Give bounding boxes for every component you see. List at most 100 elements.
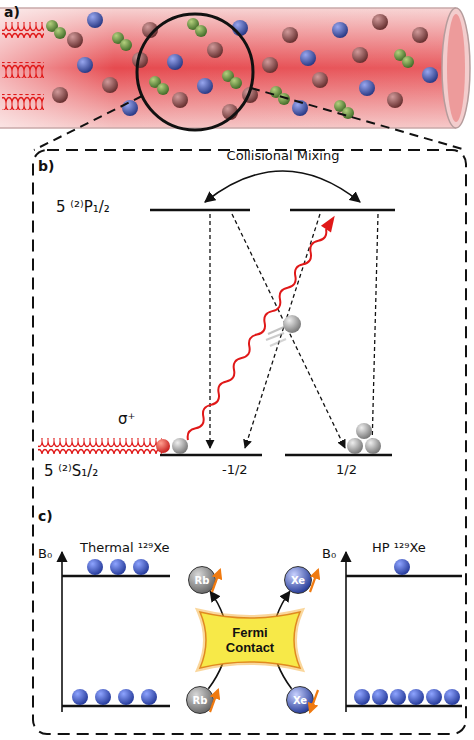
rb-electron-ball bbox=[347, 438, 363, 454]
rb-atom bbox=[372, 14, 388, 30]
xe-atom bbox=[359, 80, 375, 96]
xe-atom bbox=[87, 12, 103, 28]
rb-atom bbox=[352, 47, 368, 63]
spin-label: -1/2 bbox=[222, 462, 248, 477]
xe-atom bbox=[167, 54, 183, 70]
photon-wave bbox=[185, 227, 329, 442]
motion-streak bbox=[266, 333, 284, 340]
xe-spin-ball bbox=[372, 689, 388, 705]
xe-spin-ball bbox=[87, 559, 103, 575]
rb-atom-circle: Rb bbox=[188, 566, 216, 594]
panel-letter: a) bbox=[4, 4, 20, 20]
laser-helix bbox=[2, 62, 44, 78]
rb-atom bbox=[312, 72, 328, 88]
panel-frame bbox=[33, 150, 466, 734]
decay-arrow bbox=[372, 214, 378, 448]
xe-spin-ball bbox=[426, 689, 442, 705]
pump-beam-helix bbox=[38, 438, 162, 454]
xe-atom bbox=[77, 57, 93, 73]
rb-electron-ball bbox=[365, 438, 381, 454]
energy-level bbox=[62, 705, 170, 708]
state-label: 5 ⁽²⁾S₁/₂ bbox=[44, 462, 98, 480]
panel-letter: c) bbox=[38, 508, 53, 524]
xe-spin-ball bbox=[444, 689, 460, 705]
rb-atom bbox=[172, 92, 188, 108]
node-text: Fermi Contact bbox=[217, 625, 283, 655]
xe-spin-ball bbox=[118, 689, 134, 705]
rb-atom bbox=[102, 77, 118, 93]
energy-level bbox=[150, 209, 250, 212]
rb-atom bbox=[282, 27, 298, 43]
cell-window bbox=[442, 8, 470, 128]
n2-atom bbox=[157, 83, 169, 95]
decay-arrow bbox=[232, 214, 345, 448]
energy-level bbox=[346, 705, 462, 708]
xe-spin-ball bbox=[133, 559, 149, 575]
polarization-label: σ⁺ bbox=[118, 410, 135, 428]
panel-letter: b) bbox=[38, 158, 54, 174]
node-text: Xe bbox=[291, 575, 305, 586]
cell-wall bbox=[0, 7, 456, 9]
zoom-line bbox=[34, 96, 142, 150]
laser-helix bbox=[2, 22, 44, 38]
xe-spin-ball bbox=[390, 689, 406, 705]
xe-atom bbox=[122, 100, 138, 116]
rb-electron-ball bbox=[172, 438, 188, 454]
energy-level bbox=[290, 209, 395, 212]
node-text: Xe bbox=[293, 695, 307, 706]
photon-arrowhead bbox=[321, 212, 340, 232]
xe-atom-circle: Xe bbox=[284, 566, 312, 594]
photon-wave bbox=[183, 212, 340, 443]
interaction-fill bbox=[200, 612, 300, 668]
n2-atom bbox=[120, 39, 132, 51]
rb-atom bbox=[412, 27, 428, 43]
motion-streak bbox=[270, 339, 286, 346]
interaction-glow bbox=[200, 612, 300, 668]
xe-atom bbox=[197, 78, 213, 94]
interaction-box: Fermi Contact bbox=[200, 612, 300, 668]
xe-spin-ball bbox=[408, 689, 424, 705]
field-label: B₀ bbox=[322, 546, 336, 561]
xe-spin-ball bbox=[95, 689, 111, 705]
xe-atom bbox=[422, 67, 438, 83]
rb-electron-ball bbox=[283, 315, 301, 333]
population-title: Thermal ¹²⁹Xe bbox=[80, 540, 170, 555]
node-text: Rb bbox=[193, 695, 208, 706]
rb-atom bbox=[387, 92, 403, 108]
energy-level bbox=[346, 575, 462, 578]
rb-atom bbox=[207, 42, 223, 58]
process-label: Collisional Mixing bbox=[227, 148, 340, 163]
rb-atom bbox=[67, 32, 83, 48]
state-label: 5 ⁽²⁾P₁/₂ bbox=[56, 198, 110, 216]
xe-spin-ball bbox=[354, 689, 370, 705]
xe-atom bbox=[300, 50, 316, 66]
xe-spin-ball bbox=[110, 559, 126, 575]
rb-atom bbox=[52, 87, 68, 103]
n2-atom bbox=[230, 77, 242, 89]
spin-label: 1/2 bbox=[336, 462, 357, 477]
rb-atom-circle: Rb bbox=[186, 686, 214, 714]
zoom-line bbox=[251, 88, 466, 150]
n2-atom bbox=[402, 56, 414, 68]
energy-level bbox=[285, 454, 392, 457]
energy-level bbox=[160, 454, 262, 457]
node-text: Rb bbox=[195, 575, 210, 586]
xe-spin-ball bbox=[394, 559, 410, 575]
xe-atom bbox=[332, 22, 348, 38]
n2-atom bbox=[54, 27, 66, 39]
decay-arrow bbox=[209, 214, 210, 448]
rb-atom bbox=[262, 57, 278, 73]
n2-atom bbox=[195, 25, 207, 37]
cell-window bbox=[447, 14, 465, 122]
magnifier-circle bbox=[137, 14, 253, 130]
xe-spin-ball bbox=[141, 689, 157, 705]
mixing-arrow bbox=[205, 171, 360, 202]
photon-ball bbox=[156, 439, 170, 453]
energy-level bbox=[62, 575, 170, 578]
rb-electron-ball bbox=[356, 423, 372, 439]
field-label: B₀ bbox=[38, 546, 52, 561]
xe-spin-ball bbox=[72, 689, 88, 705]
population-title: HP ¹²⁹Xe bbox=[372, 540, 426, 555]
xe-atom-circle: Xe bbox=[286, 686, 314, 714]
laser-helix bbox=[2, 94, 44, 110]
